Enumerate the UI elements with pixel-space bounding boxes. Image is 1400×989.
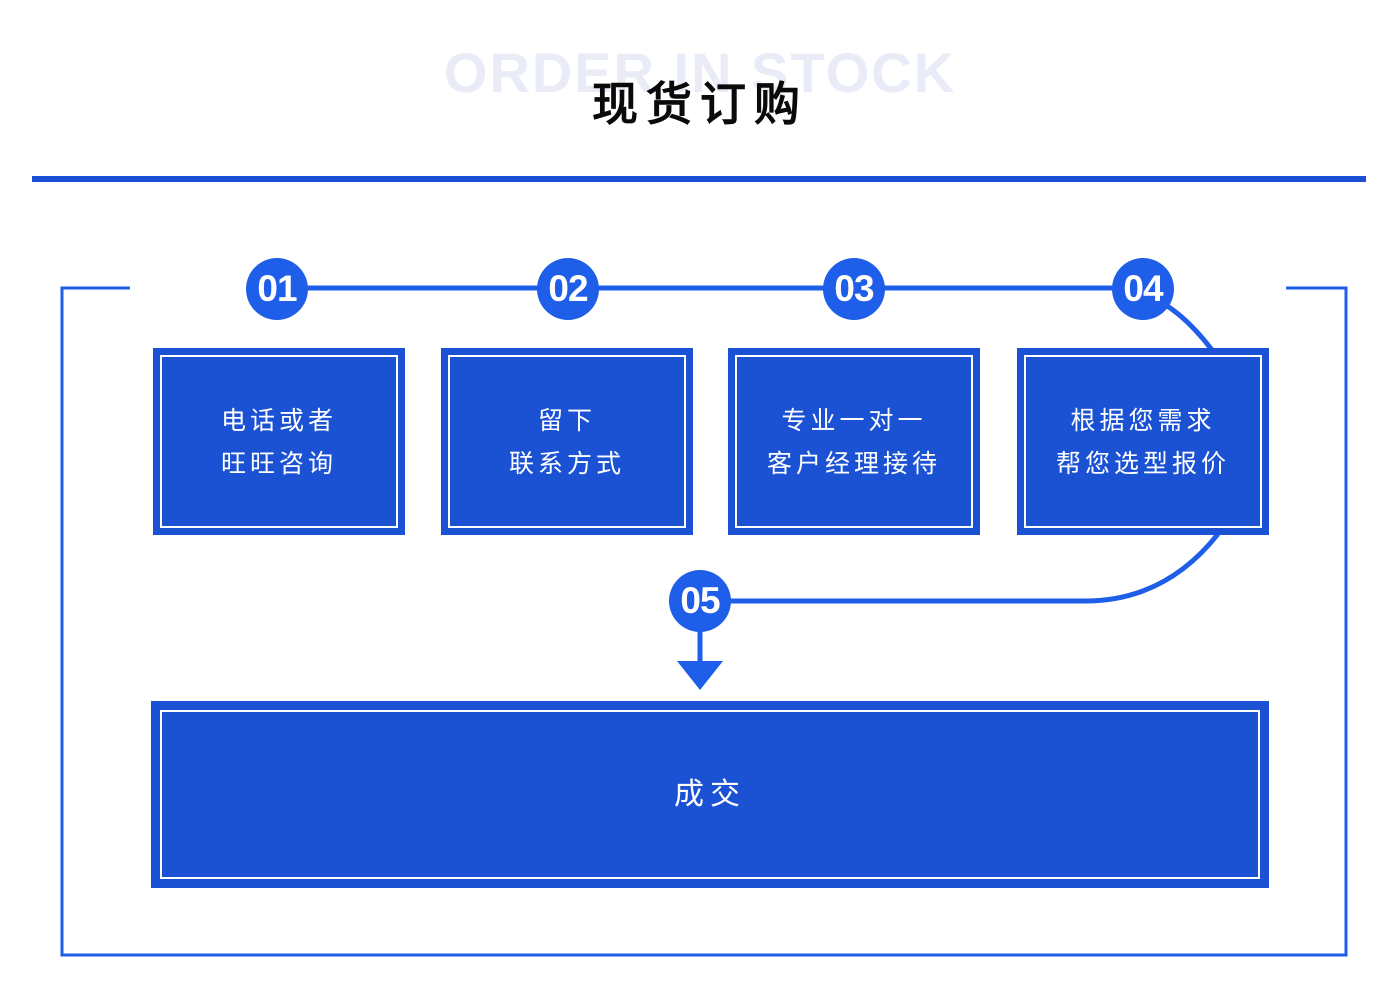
connector-top <box>277 285 1214 352</box>
step-badge-01: 01 <box>246 258 308 320</box>
step-text-line: 帮您选型报价 <box>1055 448 1230 478</box>
step-text-line: 留下 <box>537 405 596 435</box>
header-divider <box>32 176 1366 182</box>
step-text-line: 专业一对一 <box>781 405 927 435</box>
step-text-line: 成交 <box>674 777 746 812</box>
step-badge-05: 05 <box>669 570 731 632</box>
step-text-line: 联系方式 <box>508 448 625 478</box>
step-text-line: 电话或者 <box>220 405 337 435</box>
step-box-05: 成交 <box>151 701 1269 888</box>
step-badge-04: 04 <box>1112 258 1174 320</box>
page-title: 现货订购 <box>592 77 808 131</box>
step-box-03: 专业一对一 客户经理接待 <box>728 348 980 535</box>
arrow-head-icon <box>677 661 723 690</box>
connector-bottom <box>700 532 1220 604</box>
step-badge-03: 03 <box>823 258 885 320</box>
step-badge-02: 02 <box>537 258 599 320</box>
step-text-line: 旺旺咨询 <box>220 448 337 478</box>
background-watermark-text: ORDER IN STOCK <box>443 41 957 104</box>
step-box-01: 电话或者 旺旺咨询 <box>153 348 405 535</box>
frame-outline <box>60 286 1348 957</box>
step-box-04: 根据您需求 帮您选型报价 <box>1017 348 1269 535</box>
step-box-02: 留下 联系方式 <box>441 348 693 535</box>
step-text-line: 客户经理接待 <box>766 448 941 478</box>
step-text-line: 根据您需求 <box>1070 405 1216 435</box>
